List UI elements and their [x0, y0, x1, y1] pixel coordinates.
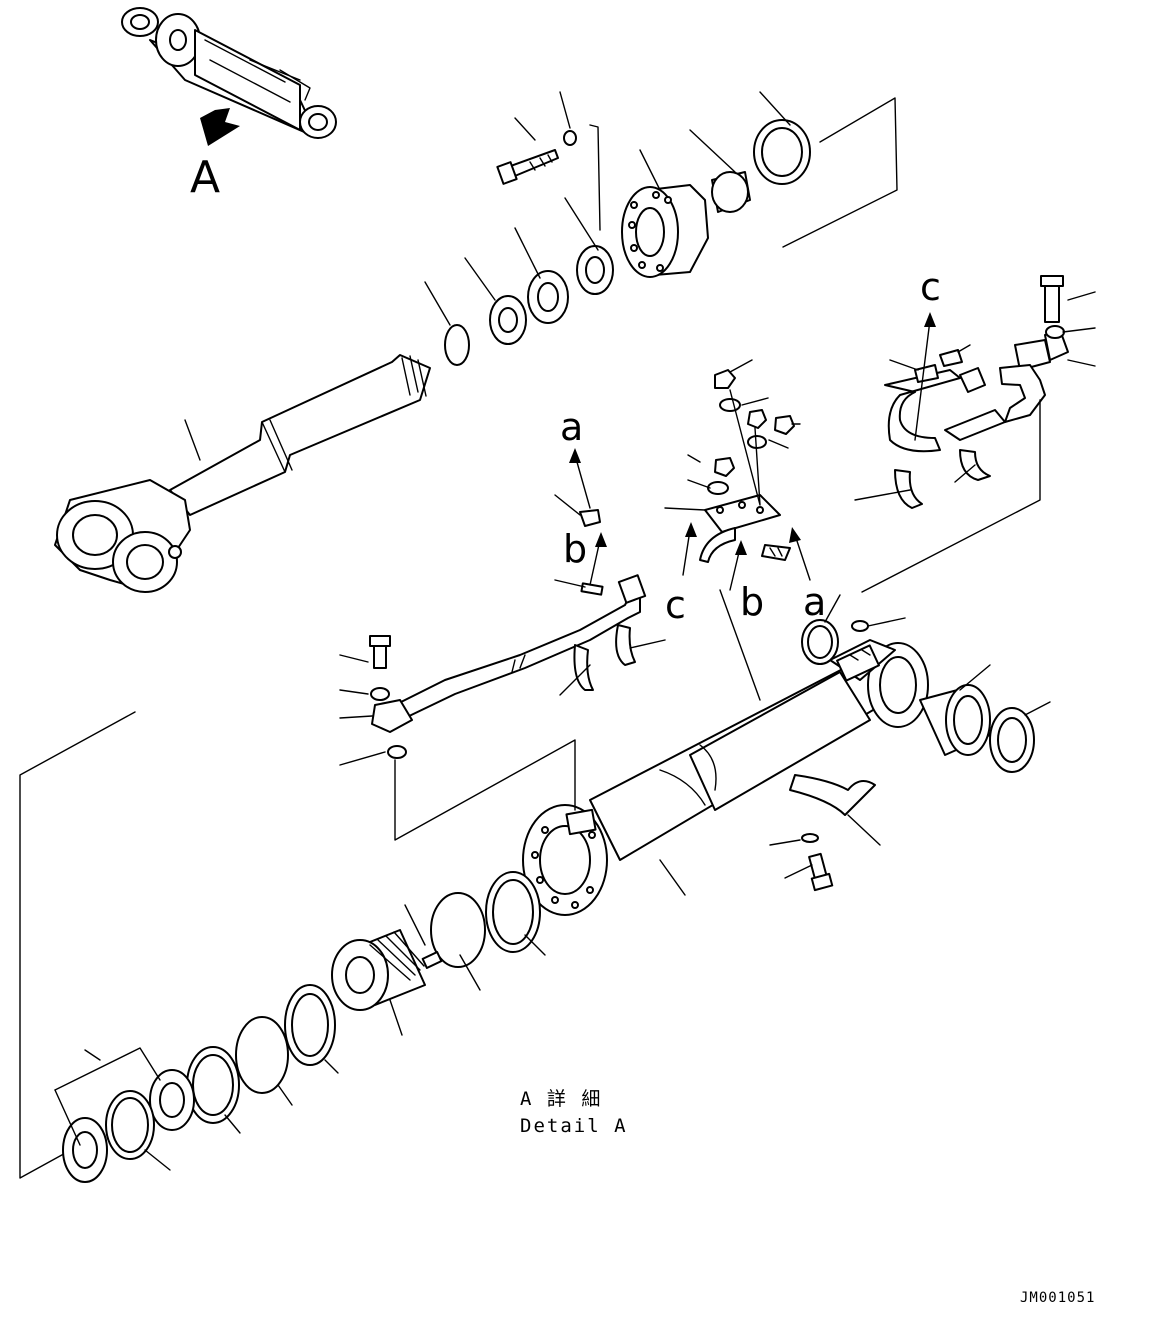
detail-title-en: Detail A [520, 1115, 628, 1137]
cylinder-head [621, 149, 709, 278]
piston-assembly [331, 929, 426, 1036]
leader-bracket-bolt [589, 124, 601, 231]
u-clamps-left [554, 494, 666, 696]
callout-arrow-c-right [914, 319, 931, 441]
bottom-bushing [919, 664, 991, 756]
barrel-clamp [769, 774, 881, 892]
leader-bracket-top [782, 97, 898, 248]
piston-nut [514, 227, 569, 324]
clamp-bracket [664, 494, 791, 563]
bushing-lower [430, 892, 486, 991]
drawing-code: JM001051 [1020, 1290, 1095, 1306]
seal-ring-1 [284, 984, 339, 1074]
arrowhead [789, 527, 801, 543]
arrowhead [595, 532, 607, 547]
tube-left [339, 574, 647, 766]
piston-rod [54, 354, 431, 593]
bushing [689, 129, 751, 213]
callout-c-right: c [920, 265, 941, 309]
seal-ring-3 [186, 1046, 241, 1134]
arrowhead [924, 312, 936, 327]
head-bolt [496, 117, 559, 185]
seal-ring-2 [235, 1016, 293, 1106]
view-arrow [200, 108, 240, 146]
callout-arrow-c-center [682, 529, 691, 576]
callout-arrow-b-left [589, 539, 601, 586]
callout-c-center: c [665, 583, 686, 627]
head-washer [563, 130, 577, 146]
leader-lower-left [19, 711, 136, 1179]
dust-seal [753, 91, 811, 185]
wear-ring [485, 871, 546, 956]
arrowhead [569, 448, 581, 463]
callout-arrow-a-left [574, 454, 591, 509]
cylinder-barrel [522, 589, 929, 916]
bottom-dust-seal [989, 701, 1051, 773]
seal-ring-4 [54, 1047, 195, 1131]
set-screw [404, 904, 443, 969]
callout-b-center: b [740, 580, 764, 624]
tube-right [861, 275, 1096, 593]
buffer-ring [54, 1049, 108, 1183]
u-clamps-right [854, 449, 991, 509]
barrel-oring [801, 594, 906, 665]
backup-ring [105, 1090, 171, 1171]
arrowhead [735, 540, 747, 555]
callout-b-left: b [563, 527, 587, 571]
piston [464, 257, 527, 345]
lock-nut [564, 197, 614, 295]
callout-arrow-a-center [794, 534, 811, 581]
leader-lower-center [394, 739, 576, 841]
assembled-cylinder-inset [121, 7, 337, 139]
arrowhead [685, 522, 697, 537]
nuts-washers [687, 359, 801, 506]
view-label-a: A [190, 152, 220, 203]
callout-a-left: a [560, 405, 583, 449]
callout-a-center: a [803, 580, 826, 624]
snap-ring [424, 281, 470, 366]
detail-title-jp: A 詳 細 [520, 1088, 602, 1110]
